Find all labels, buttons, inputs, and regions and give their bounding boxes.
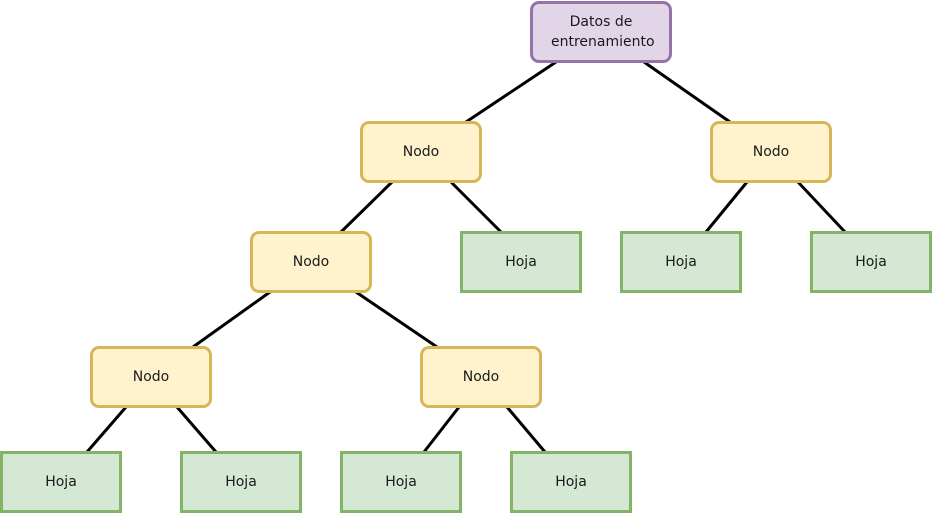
edge-node-5-leaf-6 bbox=[422, 406, 461, 453]
edge-node-4-leaf-5 bbox=[175, 406, 218, 453]
decision-node-3: Nodo bbox=[250, 231, 372, 293]
leaf-label: Hoja bbox=[385, 474, 417, 490]
edge-node-2-leaf-3 bbox=[796, 180, 847, 234]
edge-node-2-leaf-2 bbox=[704, 181, 749, 233]
edge-node-5-leaf-7 bbox=[505, 406, 547, 453]
leaf-2: Hoja bbox=[620, 231, 742, 293]
leaf-label: Hoja bbox=[45, 474, 77, 490]
leaf-7: Hoja bbox=[510, 451, 632, 513]
edge-root-node-1 bbox=[465, 60, 557, 124]
leaf-4: Hoja bbox=[0, 451, 122, 513]
edge-node-1-leaf-1 bbox=[449, 180, 503, 234]
leaf-label: Hoja bbox=[665, 254, 697, 270]
decision-node-label: Nodo bbox=[402, 144, 440, 160]
decision-node-1: Nodo bbox=[360, 121, 482, 183]
root-node-label: Datos de entrenamiento bbox=[551, 14, 655, 50]
edge-root-node-2 bbox=[643, 60, 731, 124]
decision-node-label: Nodo bbox=[292, 254, 330, 270]
decision-node-label: Nodo bbox=[752, 144, 790, 160]
decision-node-label: Nodo bbox=[132, 369, 170, 385]
decision-node-2: Nodo bbox=[710, 121, 832, 183]
leaf-label: Hoja bbox=[855, 254, 887, 270]
leaf-label: Hoja bbox=[225, 474, 257, 490]
edge-node-3-node-4 bbox=[192, 290, 271, 349]
edge-node-3-node-5 bbox=[355, 290, 438, 349]
decision-node-5: Nodo bbox=[420, 346, 542, 408]
leaf-3: Hoja bbox=[810, 231, 932, 293]
leaf-label: Hoja bbox=[555, 474, 587, 490]
root-node: Datos de entrenamiento bbox=[530, 1, 672, 63]
leaf-1: Hoja bbox=[460, 231, 582, 293]
edge-node-4-leaf-4 bbox=[85, 406, 128, 453]
edge-node-1-node-3 bbox=[339, 180, 394, 234]
leaf-5: Hoja bbox=[180, 451, 302, 513]
decision-node-4: Nodo bbox=[90, 346, 212, 408]
leaf-label: Hoja bbox=[505, 254, 537, 270]
leaf-6: Hoja bbox=[340, 451, 462, 513]
decision-node-label: Nodo bbox=[462, 369, 500, 385]
